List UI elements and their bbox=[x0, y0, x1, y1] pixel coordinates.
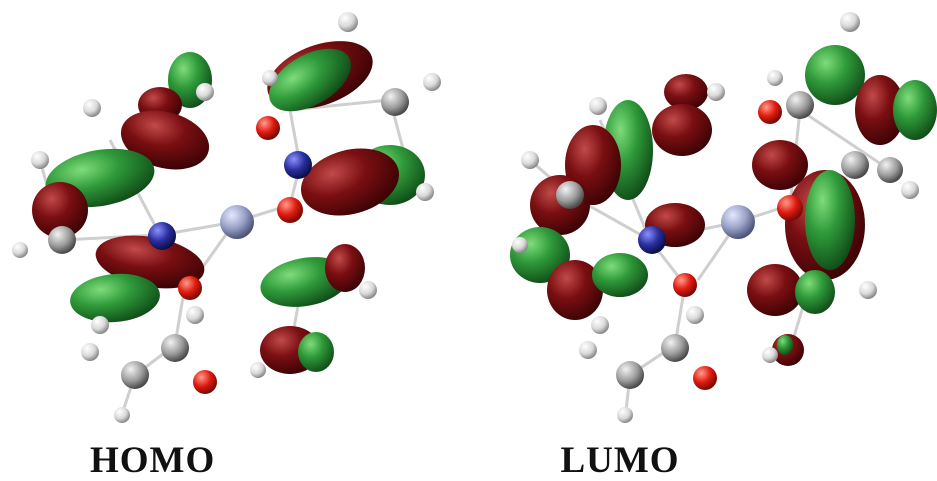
homo-atoms bbox=[12, 12, 441, 423]
lumo-label: LUMO bbox=[560, 440, 680, 481]
lumo-panel bbox=[470, 0, 937, 440]
homo-label: HOMO bbox=[90, 440, 216, 481]
lumo-orbital-render bbox=[510, 12, 937, 423]
homo-orbital-render bbox=[12, 12, 441, 423]
homo-panel bbox=[0, 0, 470, 440]
lumo-orbital-lobes bbox=[510, 45, 937, 366]
lumo-atoms bbox=[512, 12, 919, 423]
homo-orbital-lobes bbox=[32, 41, 425, 374]
